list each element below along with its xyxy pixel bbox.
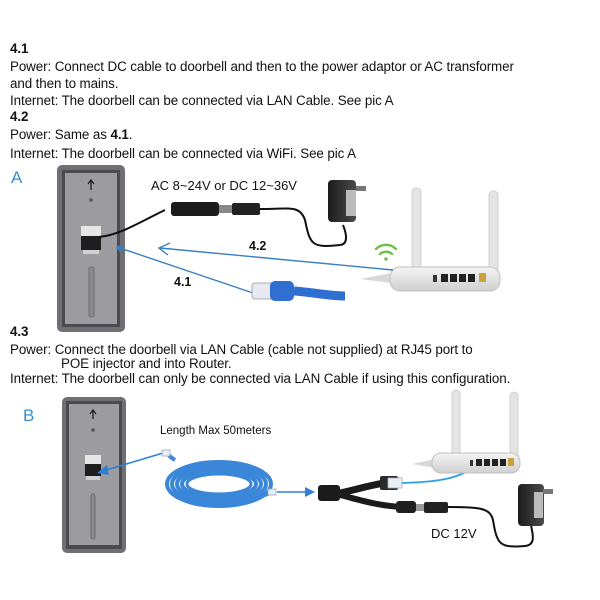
dc-male-plug (424, 502, 448, 513)
router-port (470, 460, 473, 466)
figure-b-power-label: DC 12V (431, 526, 477, 541)
dc-plug-tip (219, 205, 232, 213)
adapter-cable (259, 207, 347, 247)
poe-dc-female (396, 501, 416, 513)
figure-a-power-label: AC 8~24V or DC 12~36V (151, 178, 297, 193)
section-4-3-internet-text: Internet: The doorbell can only be conne… (10, 371, 511, 386)
rj45-port (85, 464, 101, 476)
doorbell-panel-a (57, 165, 125, 332)
router-lan-port-1 (476, 459, 482, 466)
indicator-dot (89, 198, 93, 202)
power-adapter-b (518, 484, 553, 526)
rj45-plug-end-1 (161, 449, 171, 457)
lan-plug-a (251, 281, 346, 301)
doorbell-slot (88, 266, 95, 318)
section-4-2-heading: 4.2 (10, 109, 29, 124)
section-4-3-heading: 4.3 (10, 324, 29, 339)
port-base (86, 476, 100, 480)
rj45-port (81, 236, 101, 250)
router-lan-port-2 (450, 274, 457, 282)
router-stand (412, 459, 435, 468)
dc-terminal (81, 226, 101, 236)
power-instruction: Connect DC cable to doorbell and then to… (54, 59, 514, 74)
doorbell-slot (90, 493, 96, 540)
adapter-prong (356, 186, 366, 191)
arrow-up-icon (89, 408, 97, 419)
adapter-cable-b (447, 506, 534, 548)
indicator-dot (91, 428, 95, 432)
section-4-1-heading: 4.1 (10, 41, 29, 56)
port-base (83, 250, 99, 254)
wifi-icon (374, 243, 398, 261)
power-prefix: Power: Same as (10, 127, 111, 142)
dc-terminal (85, 455, 101, 464)
dc-cable (98, 209, 166, 238)
poe-injector (318, 476, 448, 513)
poe-rj45-male-plug (387, 477, 403, 489)
section-4-1-power-text: Power: Connect DC cable to doorbell and … (10, 58, 514, 75)
section-4-2-power-text: Power: Same as 4.1. (10, 126, 133, 143)
adapter-prong (543, 489, 553, 494)
router-lan-port-3 (492, 459, 498, 466)
figure-a-arrow-4-1-label: 4.1 (174, 275, 192, 289)
router-wan-port (508, 458, 514, 466)
arrow-up-icon (87, 178, 95, 190)
power-label: Power: (10, 59, 55, 74)
arrow-4-1 (116, 245, 254, 294)
section-4-2-internet-text: Internet: The doorbell can be connected … (10, 146, 356, 161)
router-port (433, 275, 437, 282)
arrow-cable-to-doorbell (97, 452, 164, 475)
section-4-1-internet-text: Internet: The doorbell can be connected … (10, 93, 394, 108)
router-lan-port-2 (484, 459, 490, 466)
lan-cable-a (293, 286, 346, 301)
poe-dc-lead (339, 492, 401, 510)
power-ref: 4.1 (110, 127, 129, 142)
dc-plug-tip (416, 504, 424, 511)
router-b (412, 389, 521, 474)
arrow-cable-to-poe (277, 487, 315, 497)
adapter-label (534, 492, 543, 518)
adapter-label (346, 190, 356, 216)
coiled-lan-cable (161, 449, 277, 508)
router-lan-port-4 (468, 274, 475, 282)
section-4-1-power-text-cont: and then to mains. (10, 76, 119, 91)
rj45-plug-end-2 (267, 488, 277, 496)
poe-lan-lead (339, 479, 386, 497)
figure-a-arrow-4-2-label: 4.2 (249, 239, 267, 253)
section-4-3-power-text-cont: POE injector and into Router. (61, 356, 232, 371)
figure-b-cable-length-label: Length Max 50meters (160, 425, 272, 437)
power-adapter-a (328, 180, 366, 222)
router-a (360, 187, 501, 292)
router-wan-port (479, 273, 486, 282)
power-suffix: . (128, 127, 133, 142)
router-stand (360, 273, 392, 283)
section-4-3-power-text: Power: Connect the doorbell via LAN Cabl… (10, 342, 473, 357)
arrow-4-2 (157, 242, 394, 271)
doorbell-panel-b (62, 397, 126, 553)
figure-b-letter: B (23, 406, 35, 425)
rj45-boot (270, 281, 294, 301)
dc-male-plug (232, 203, 260, 215)
poe-rj45-female (318, 485, 340, 501)
router-lan-port-3 (459, 274, 466, 282)
router-lan-port-1 (441, 274, 448, 282)
figure-a-letter: A (11, 168, 23, 187)
dc-female-plug (171, 202, 219, 216)
router-lan-port-4 (500, 459, 506, 466)
